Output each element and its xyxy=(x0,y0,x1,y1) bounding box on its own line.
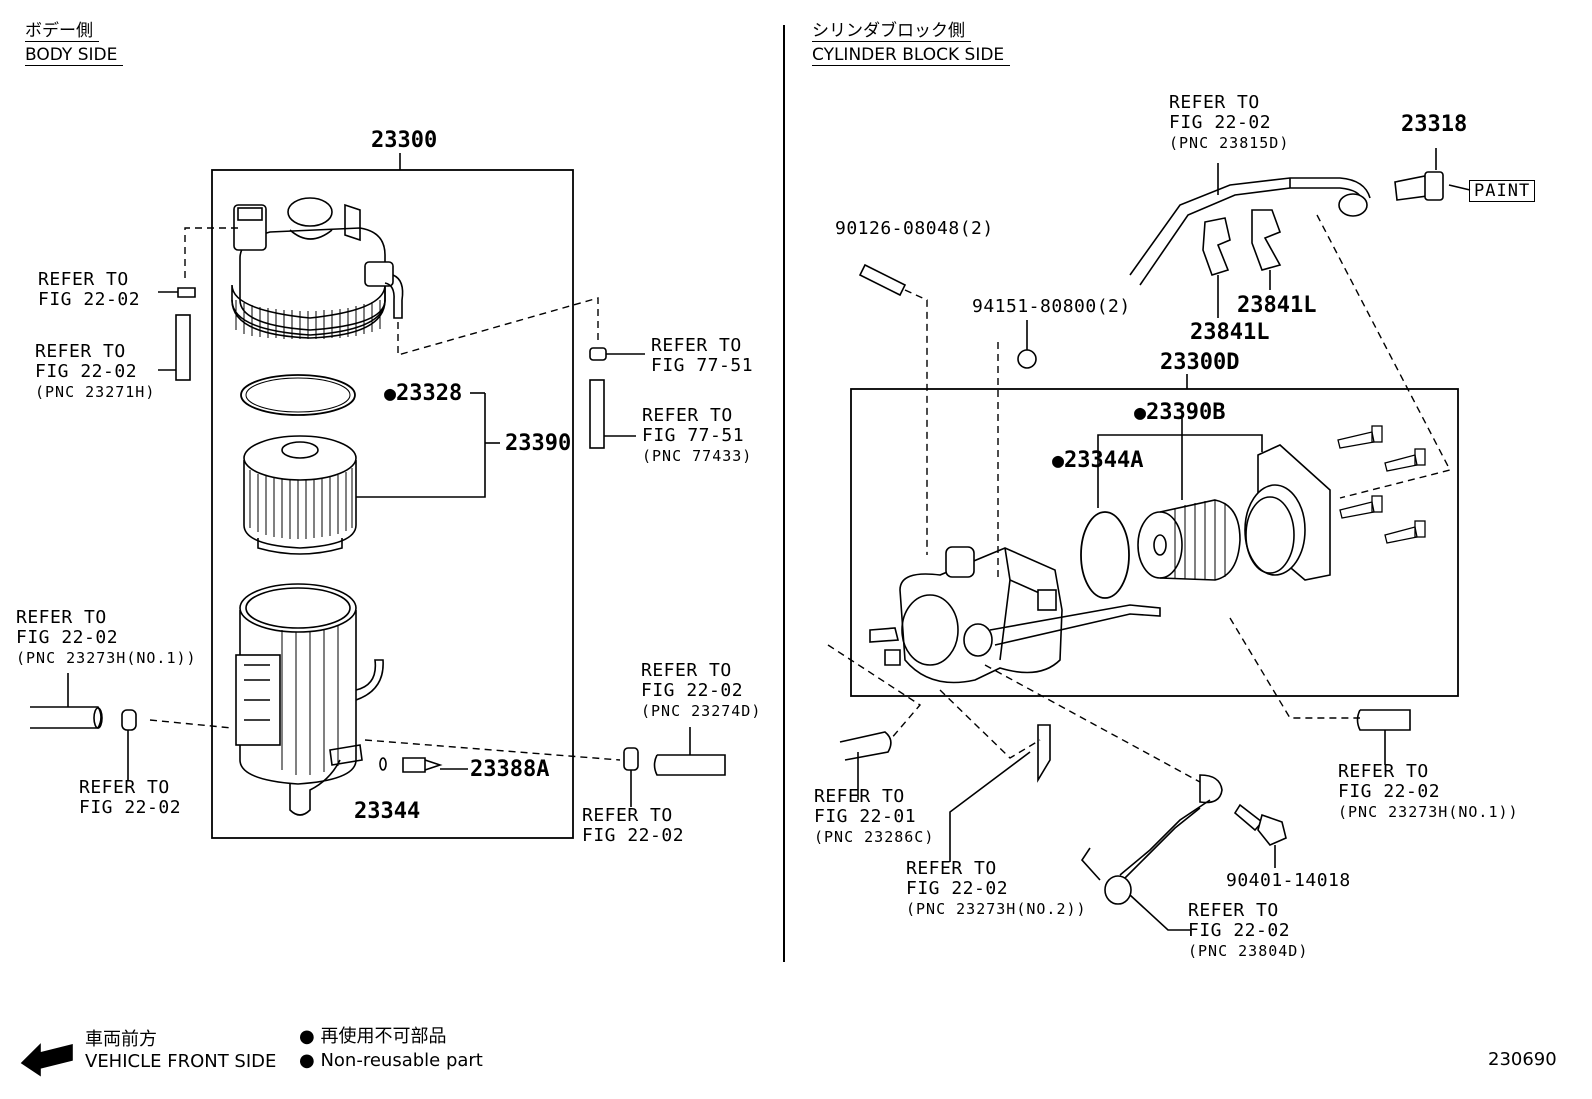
gasket-23344A xyxy=(1080,511,1130,599)
nut-94151 xyxy=(1017,349,1037,369)
part-23318: 23318 xyxy=(1401,112,1468,137)
nonreuse-icon: ● xyxy=(1134,400,1147,424)
left-hoses xyxy=(30,287,726,807)
header-left-jp: ボデー側 xyxy=(25,20,99,42)
part-23388A: 23388A xyxy=(470,757,550,782)
assembly-box-23300 xyxy=(211,169,574,839)
part-23328: ●23328 xyxy=(384,381,463,406)
bolt-90401 xyxy=(1233,803,1287,868)
fuel-pipe-upper xyxy=(1129,177,1371,286)
part-23300: 23300 xyxy=(371,128,438,153)
filter-element-23390 xyxy=(243,435,357,555)
part-90401: 90401-14018 xyxy=(1226,870,1351,891)
cover-bolts xyxy=(1337,425,1426,544)
part-90126: 90126-08048(2) xyxy=(835,218,994,239)
part-23344A: ●23344A xyxy=(1052,448,1144,473)
filter-element-23390B xyxy=(1137,499,1241,581)
legend-front-jp: 車両前方 xyxy=(85,1029,157,1050)
paint-label: PAINT xyxy=(1469,180,1536,202)
part-23841L-b: 23841L xyxy=(1190,320,1270,345)
nonreuse-icon: ● xyxy=(1052,448,1065,472)
part-23344: 23344 xyxy=(354,799,421,824)
legend-nonreuse-jp: ● 再使用不可部品 xyxy=(299,1026,447,1047)
clip-23841L xyxy=(1202,209,1282,276)
filter-head xyxy=(231,197,404,339)
header-right-en: CYLINDER BLOCK SIDE xyxy=(812,44,1011,66)
stud-90126 xyxy=(858,263,907,297)
vehicle-front-arrow-icon xyxy=(20,1043,73,1077)
filter-cover xyxy=(1244,444,1331,581)
assembly-box-23300D xyxy=(850,388,1459,697)
bolt-23318 xyxy=(1394,148,1471,201)
legend-front-en: VEHICLE FRONT SIDE xyxy=(85,1051,277,1072)
figure-id: 230690 xyxy=(1488,1049,1557,1070)
header-right-jp: シリンダブロック側 xyxy=(812,20,971,42)
nonreuse-dot-icon: ● xyxy=(299,1026,315,1047)
filter-bowl xyxy=(235,583,384,816)
nonreuse-dot-icon: ● xyxy=(299,1050,315,1071)
part-23300D: 23300D xyxy=(1160,350,1240,375)
part-94151: 94151-80800(2) xyxy=(972,296,1131,317)
lower-hoses-right xyxy=(839,709,1411,931)
legend-nonreuse-en: ● Non-reusable part xyxy=(299,1050,483,1071)
nonreuse-icon: ● xyxy=(384,381,397,405)
priming-pump xyxy=(869,546,1161,684)
o-ring-23328 xyxy=(240,374,356,416)
header-left-en: BODY SIDE xyxy=(25,44,124,66)
part-23390: 23390 xyxy=(505,431,572,456)
part-23390B: ●23390B xyxy=(1134,400,1226,425)
part-23841L-a: 23841L xyxy=(1237,293,1317,318)
